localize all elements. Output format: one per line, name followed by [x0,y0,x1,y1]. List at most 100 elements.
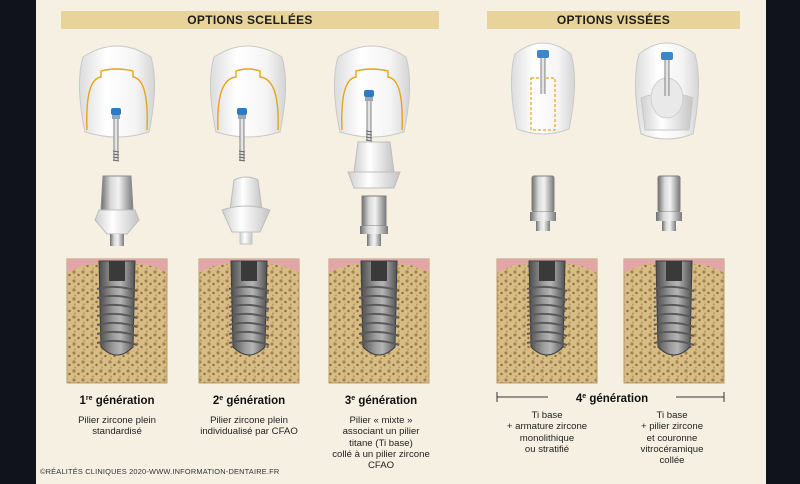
generation-2-heading: 2e génération [189,395,309,407]
desc-line: collée [659,455,685,467]
ti-base-connector [536,221,550,231]
cfao-connector [239,231,253,245]
ti-base-flange [656,212,682,221]
implant-thread [358,312,400,319]
implant-thread [96,312,138,319]
gum-tissue [67,259,167,273]
implant-socket [109,261,125,281]
implant-socket [241,261,257,281]
implant-thread [526,294,568,301]
ti-base-connector [367,234,381,246]
implant-thread [653,294,695,301]
implant-thread [228,321,270,328]
desc-line: monolithique [519,432,575,444]
abutment-collar [94,209,140,235]
crown-shape [209,45,287,138]
banner-screwed-title: OPTIONS VISSÉES [556,13,671,27]
generation-4b-description: Ti base + pilier zircone et couronne vit… [612,410,732,466]
implant-thread [96,339,138,346]
screw-head [537,50,549,58]
implant-thread [96,321,138,328]
screw-head [111,108,121,115]
desc-line: Pilier « mixte » [349,415,413,426]
generation-4a-description: Ti base + armature zircone monolithique … [487,410,607,455]
banner-screwed-options: OPTIONS VISSÉES [487,11,740,29]
implant-thread [228,330,270,337]
implant-thread [358,294,400,301]
ti-base-body [531,175,555,213]
gum-tissue [199,259,299,273]
cfao-collar [221,205,271,233]
implant-thread [358,303,400,310]
crown-shape [78,45,156,138]
screw-thread [365,136,373,139]
ti-base-flange [530,212,556,221]
implant-thread [358,321,400,328]
desc-line: Pilier zircone plein [78,415,156,426]
core-outline [86,68,148,131]
core-outline [217,68,279,131]
desc-line: ou stratifié [524,443,570,455]
implant-thread [96,285,138,292]
desc-line: vitrocéramique [640,443,704,455]
core-outline [341,68,403,131]
implant-thread [358,330,400,337]
generation-4-bracket [496,392,725,402]
implant-thread [526,285,568,292]
desc-line: CFAO [367,460,395,472]
implant-thread [653,330,695,337]
generation-1-heading: 1re génération [57,395,177,407]
screw-head [237,108,247,115]
implant-thread [526,312,568,319]
abutment-connector [110,234,124,246]
mixed-post [353,141,395,173]
implant-thread [228,312,270,319]
screw-head [661,52,673,60]
generation-3-heading: 3e génération [321,395,441,407]
screw-thread [112,159,120,162]
banner-sealed-title: OPTIONS SCELLÉES [187,13,313,27]
generation-4-suffix: e [582,393,587,400]
screw-shaft [540,58,546,94]
implant-thread [526,330,568,337]
implant-thread [96,330,138,337]
desc-line: Ti base [531,410,563,421]
screw-shaft [239,119,245,161]
generation-2-description: Pilier zircone plein individualisé par C… [184,415,314,438]
generation-1-description: Pilier zircone plein standardisé [57,415,177,438]
implant-socket [666,261,682,281]
implant-thread [653,312,695,319]
desc-line: individualisé par CFAO [200,426,298,438]
implant-thread [358,339,400,346]
implant-thread [96,303,138,310]
implant-thread [526,303,568,310]
screw-shaft [366,101,372,141]
generation-4-heading: 4e génération [547,393,677,405]
gum-tissue [624,259,724,273]
gum-tissue [329,259,429,273]
desc-line: standardisé [92,426,142,438]
desc-line: collé à un pilier zircone [332,448,430,460]
implant-thread [228,285,270,292]
screw-thread [238,159,246,162]
copyright-text: ©RÉALITÉS CLINIQUES 2020-WWW.INFORMATION… [40,467,280,476]
implant-socket [539,261,555,281]
screw-thread [112,153,120,156]
screw-thread [365,130,373,133]
generation-1-word: génération [95,395,155,407]
implant-thread [653,321,695,328]
generation-2-ordinal: 2 [212,395,220,407]
screw-shaft [664,60,670,96]
generation-3-description: Pilier « mixte » associant un pilier tit… [316,415,446,471]
desc-line: Pilier zircone plein [210,415,288,426]
banner-sealed-options: OPTIONS SCELLÉES [61,11,439,29]
implant-thread [526,339,568,346]
gum-tissue [497,259,597,273]
screw-thread [238,150,246,153]
desc-line: Ti base [656,410,688,421]
ti-base [361,195,387,227]
generation-1-suffix: re [85,395,93,402]
screw-neck [365,97,373,101]
implant-socket [371,261,387,281]
